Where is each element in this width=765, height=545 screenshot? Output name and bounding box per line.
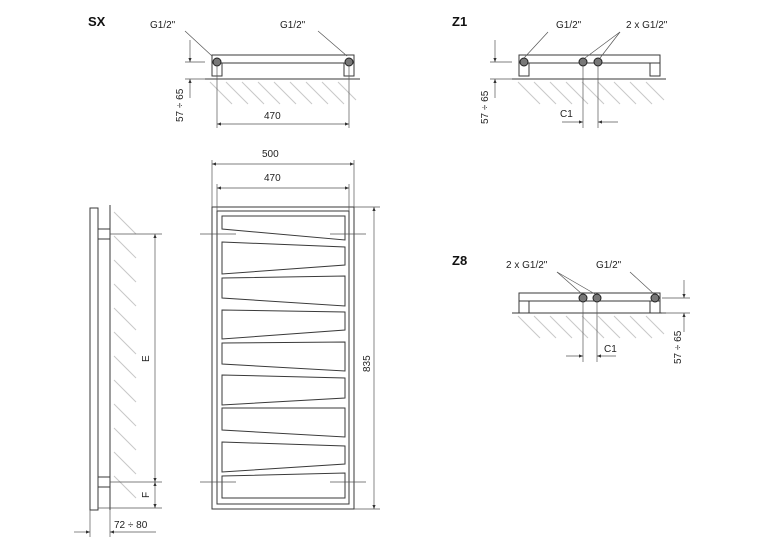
z1-view: Z1 G1/2" 2 x G1/2" 57 ÷ 65 xyxy=(452,14,668,128)
z8-title: Z8 xyxy=(452,253,467,268)
front-slat xyxy=(221,275,346,307)
sx-depth-label: 57 ÷ 65 xyxy=(175,88,186,122)
z8-radiator-top xyxy=(518,292,661,302)
z8-connection-double-1 xyxy=(578,293,588,303)
sx-leader-right xyxy=(317,30,348,57)
z1-depth-label: 57 ÷ 65 xyxy=(480,90,491,124)
z8-bracket-left xyxy=(518,300,530,314)
front-frame-outer xyxy=(211,206,355,510)
front-width-inner-label: 470 xyxy=(264,173,281,184)
sx-width-label: 470 xyxy=(264,111,281,122)
side-wall-distance-label: 72 ÷ 80 xyxy=(114,520,148,531)
front-view: 500 470 835 xyxy=(200,149,380,510)
front-height-label: 835 xyxy=(362,355,373,372)
front-slat xyxy=(221,472,346,499)
front-slat xyxy=(221,407,346,438)
side-wall-hatch xyxy=(113,211,137,499)
front-frame-inner xyxy=(216,210,350,505)
front-width-outer-label: 500 xyxy=(262,149,279,160)
sx-title: SX xyxy=(88,14,106,29)
z8-depth-label: 57 ÷ 65 xyxy=(673,330,684,364)
sx-leader-left xyxy=(184,30,213,57)
z8-connection-double-label: 2 x G1/2" xyxy=(506,260,548,271)
front-slat xyxy=(221,441,346,473)
z1-title: Z1 xyxy=(452,14,467,29)
z1-connection-double-label: 2 x G1/2" xyxy=(626,20,668,31)
z1-connection-double-1 xyxy=(578,57,588,67)
side-dim-e-label: E xyxy=(141,355,152,362)
front-slat xyxy=(221,309,346,340)
side-dim-f-label: F xyxy=(141,492,152,498)
side-view: E F 72 ÷ 80 xyxy=(74,205,162,537)
z1-bracket-right xyxy=(649,62,661,77)
sx-radiator-top xyxy=(211,54,355,64)
front-slat xyxy=(221,374,346,406)
sx-connection-left-label: G1/2" xyxy=(150,20,176,31)
z8-wall-hatch xyxy=(517,315,665,339)
sx-connection-right xyxy=(344,57,354,67)
side-radiator-profile xyxy=(89,207,99,511)
z1-connection-double-2 xyxy=(593,57,603,67)
z1-connection-single-label: G1/2" xyxy=(556,20,582,31)
z8-bracket-right xyxy=(649,300,661,314)
z8-view: Z8 2 x G1/2" G1/2" 57 ÷ 65 xyxy=(452,253,690,364)
front-slat xyxy=(221,215,346,241)
z1-radiator-top xyxy=(518,54,661,64)
side-bracket-top xyxy=(97,228,111,240)
z8-connection-single-label: G1/2" xyxy=(596,260,622,271)
front-slat xyxy=(221,341,346,372)
z1-connection-single xyxy=(519,57,529,67)
z8-connection-single xyxy=(650,293,660,303)
z8-connection-double-2 xyxy=(592,293,602,303)
z8-spacing-label: C1 xyxy=(604,344,617,355)
front-slats xyxy=(221,215,346,499)
sx-wall-hatch xyxy=(209,81,357,105)
sx-view: SX G1/2" G1/2" 57 ÷ 65 xyxy=(88,14,360,128)
z1-spacing-label: C1 xyxy=(560,109,573,120)
sx-connection-left xyxy=(212,57,222,67)
sx-connection-right-label: G1/2" xyxy=(280,20,306,31)
z1-wall-hatch xyxy=(517,81,665,105)
front-slat xyxy=(221,241,346,275)
side-bracket-bottom xyxy=(97,476,111,488)
